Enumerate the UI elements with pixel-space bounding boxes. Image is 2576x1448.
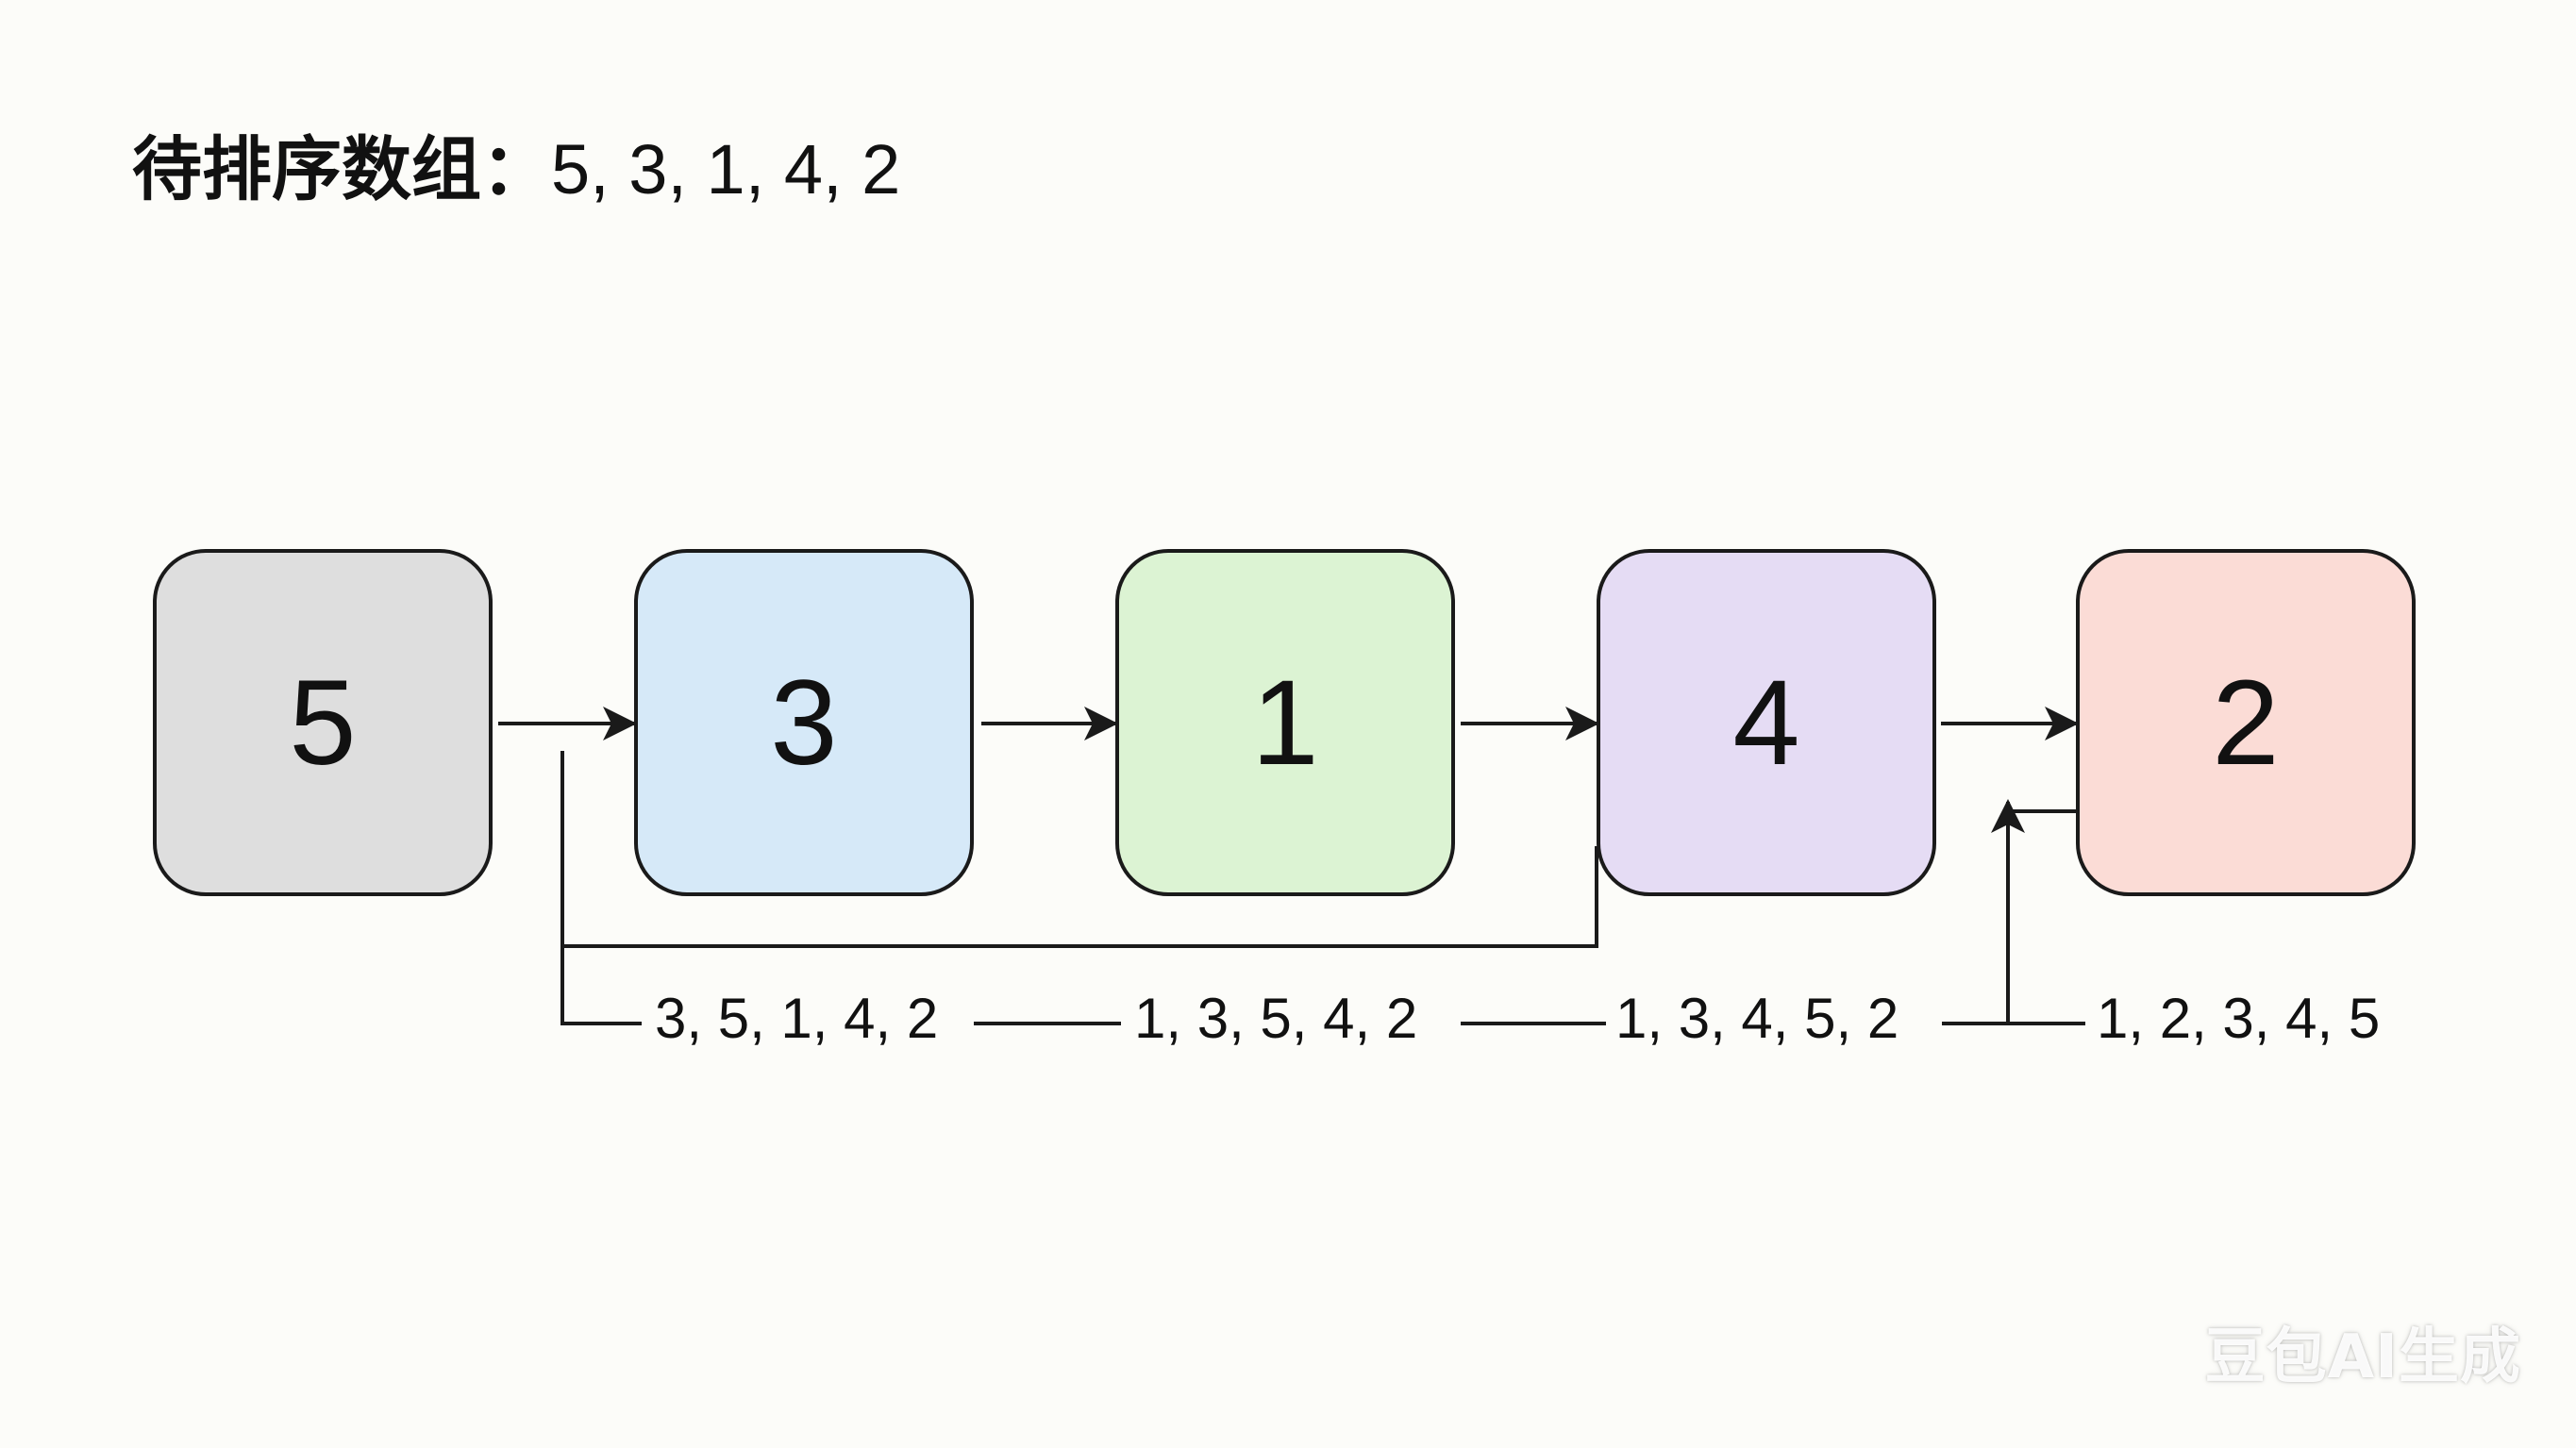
step-result-3: 1, 3, 4, 5, 2 [1610, 986, 1905, 1051]
step-result-4: 1, 2, 3, 4, 5 [2091, 986, 2386, 1051]
node-box-4: 4 [1597, 549, 1936, 896]
node-box-5: 2 [2076, 549, 2416, 896]
watermark-logo: 豆包AI生成 [2204, 1323, 2521, 1392]
title-separator: ： [481, 129, 551, 210]
step-stem-line [560, 946, 642, 1025]
page-title: 待排序数组：5, 3, 1, 4, 2 [132, 113, 900, 214]
node-box-3: 1 [1115, 549, 1455, 896]
node-value: 1 [1251, 655, 1319, 791]
title-values: 5, 3, 1, 4, 2 [551, 130, 901, 208]
node-value: 4 [1732, 655, 1800, 791]
feedback-loop-line [560, 751, 1598, 948]
node-value: 5 [289, 655, 357, 791]
node-box-1: 5 [153, 549, 493, 896]
title-label: 待排序数组 [132, 129, 481, 210]
step-result-2: 1, 3, 5, 4, 2 [1129, 986, 1424, 1051]
node-value: 2 [2212, 655, 2280, 791]
node-box-2: 3 [634, 549, 974, 896]
step-result-1: 3, 5, 1, 4, 2 [649, 986, 945, 1051]
node-value: 3 [770, 655, 838, 791]
